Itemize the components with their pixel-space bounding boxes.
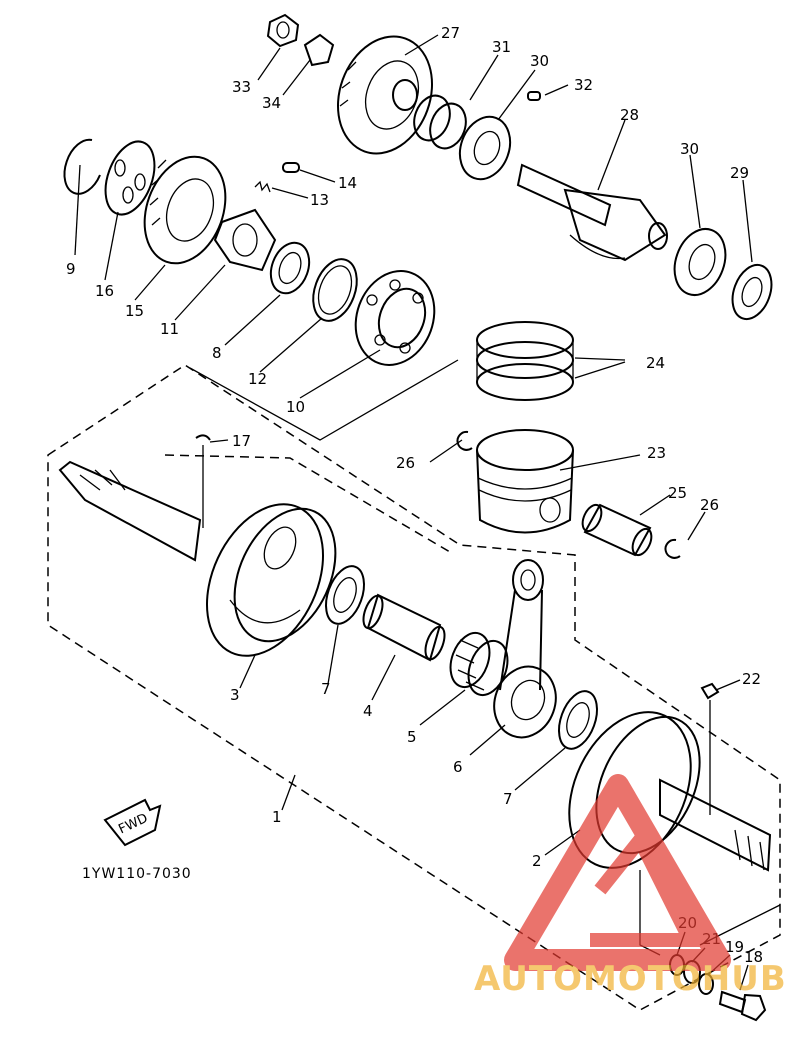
piston	[476, 429, 574, 534]
collar-8	[269, 241, 311, 295]
bearing-30-upper	[458, 115, 512, 181]
plate-16	[104, 140, 156, 216]
key-32	[527, 91, 541, 101]
circlip-lower	[664, 538, 681, 559]
diagram-code: 1YW110-7030	[82, 866, 192, 882]
connecting-rod	[493, 559, 557, 739]
callout-9: 9	[66, 260, 76, 278]
callout-32: 32	[574, 76, 593, 94]
nut-33	[266, 13, 300, 48]
oil-seal-29	[731, 263, 773, 321]
callout-24: 24	[646, 354, 665, 372]
pin-14	[282, 162, 300, 173]
callout-28: 28	[620, 106, 639, 124]
callout-2: 2	[532, 852, 542, 870]
callout-34: 34	[262, 94, 281, 112]
balancer-gear-27	[336, 35, 434, 155]
piston-pin	[581, 503, 653, 557]
thrust-washer-left	[325, 565, 365, 625]
spring-13	[254, 180, 271, 193]
callout-1: 1	[272, 808, 282, 826]
piston-rings	[476, 321, 574, 401]
fwd-arrow-icon: FWD	[103, 798, 162, 847]
watermark-triangle-icon	[504, 774, 731, 971]
crankshaft-assembly-outline	[47, 364, 781, 1011]
callout-29: 29	[730, 164, 749, 182]
woodruff-key-17	[195, 434, 211, 441]
callout-10: 10	[286, 398, 305, 416]
callout-15: 15	[125, 302, 144, 320]
callout-4: 4	[363, 702, 373, 720]
callout-18: 18	[744, 948, 763, 966]
balancer-hub-11	[213, 208, 277, 272]
collar-31	[413, 94, 467, 150]
thrust-washer-right	[558, 690, 598, 750]
bearing-30-lower	[673, 228, 727, 296]
callout-27: 27	[441, 24, 460, 42]
crank-pin	[362, 593, 446, 662]
callout-3: 3	[230, 686, 240, 704]
washer-19	[698, 973, 714, 995]
balancer-shaft	[516, 163, 668, 262]
callout-26a: 26	[396, 454, 415, 472]
callout-23: 23	[647, 444, 666, 462]
callout-11: 11	[160, 320, 179, 338]
callout-7b: 7	[503, 790, 513, 808]
lock-washer-34	[303, 33, 335, 67]
callout-26b: 26	[700, 496, 719, 514]
callout-12: 12	[248, 370, 267, 388]
callout-30b: 30	[680, 140, 699, 158]
circlip-9	[63, 138, 101, 195]
balancer-driven-gear	[143, 155, 227, 265]
callout-14: 14	[338, 174, 357, 192]
callout-5: 5	[407, 728, 417, 746]
crankshaft-right-half	[568, 711, 772, 872]
callout-31: 31	[492, 38, 511, 56]
callout-7: 7	[321, 680, 331, 698]
callout-19: 19	[725, 938, 744, 956]
fwd-label: FWD	[116, 811, 150, 837]
bolt-18	[718, 990, 767, 1022]
callout-33: 33	[232, 78, 251, 96]
callout-6: 6	[453, 758, 463, 776]
callout-17: 17	[232, 432, 251, 450]
crankshaft-left-half	[58, 460, 337, 657]
callout-13: 13	[310, 191, 329, 209]
callout-22: 22	[742, 670, 761, 688]
watermark-logo: AUTOMOTOHUB	[474, 774, 787, 999]
callout-8: 8	[212, 344, 222, 362]
callout-16: 16	[95, 282, 114, 300]
needle-bearing	[449, 631, 509, 697]
watermark-text: AUTOMOTOHUB	[474, 959, 787, 999]
shim-12	[312, 258, 358, 322]
callout-25: 25	[668, 484, 687, 502]
key-22	[700, 682, 720, 700]
callout-30a: 30	[530, 52, 549, 70]
bearing-10	[354, 270, 436, 366]
